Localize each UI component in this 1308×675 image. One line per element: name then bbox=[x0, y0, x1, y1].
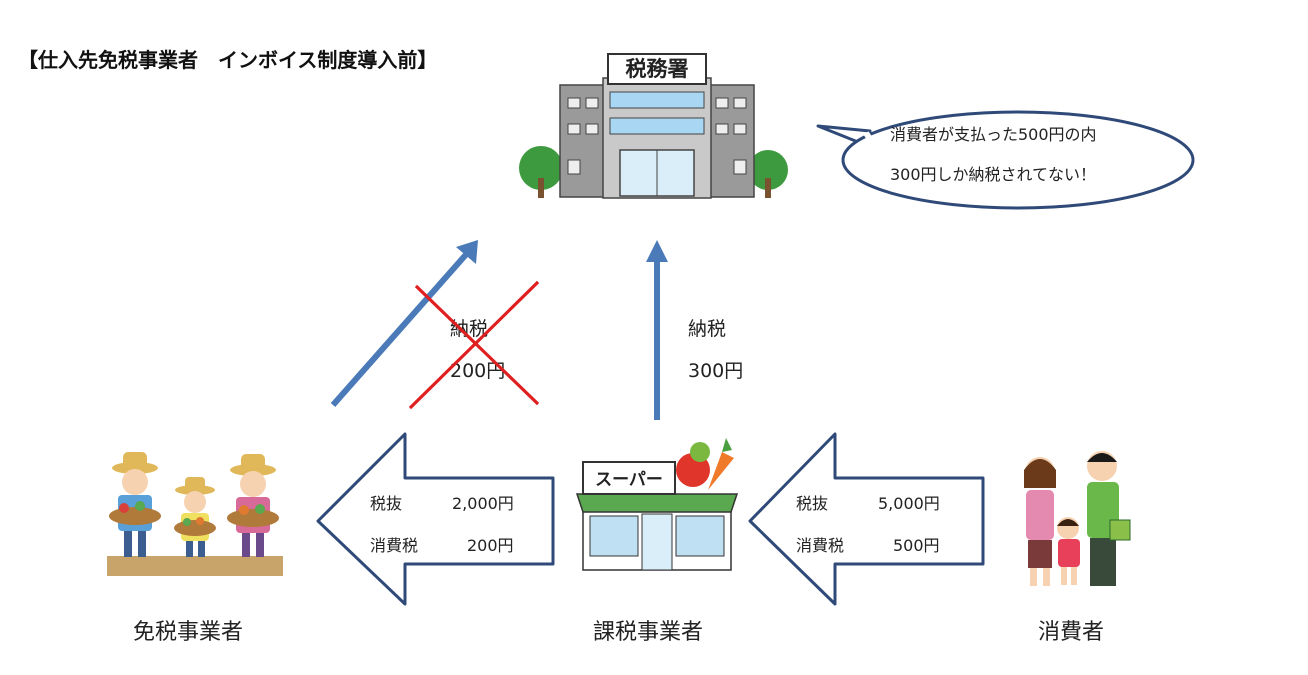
direct-payment-arrowhead bbox=[646, 240, 668, 262]
crossed-payment-arrowhead bbox=[456, 240, 478, 264]
consumer-family-icon bbox=[1024, 451, 1131, 586]
exempt-pretax-label: 税抜 bbox=[370, 494, 403, 513]
speech-bubble-line-1: 消費者が支払った500円の内 bbox=[890, 125, 1097, 144]
consumer-pretax-label: 税抜 bbox=[796, 494, 829, 513]
farmers-icon bbox=[107, 452, 283, 576]
exempt-pretax-value: 2,000円 bbox=[452, 494, 514, 513]
tax-office-icon: 税務署 bbox=[519, 53, 788, 199]
store-sign: スーパー bbox=[595, 470, 663, 490]
crossed-payment-amount: 200円 bbox=[450, 360, 506, 382]
red-cross-icon bbox=[408, 280, 540, 410]
crossed-payment-label: 納税 bbox=[450, 318, 489, 340]
taxable-business-label: 課税事業者 bbox=[593, 620, 704, 645]
exempt-tax-value: 200円 bbox=[467, 536, 514, 555]
page-title: 【仕入先免税事業者 インボイス制度導入前】 bbox=[18, 48, 438, 72]
direct-payment-amount: 300円 bbox=[688, 360, 744, 382]
crossed-payment-arrow bbox=[330, 248, 473, 407]
consumer-tax-label: 消費税 bbox=[796, 536, 845, 555]
speech-bubble-line-2: 300円しか納税されてない！ bbox=[890, 165, 1097, 184]
exempt-business-label: 免税事業者 bbox=[133, 620, 244, 645]
consumer-pretax-value: 5,000円 bbox=[878, 494, 940, 513]
consumer-label: 消費者 bbox=[1038, 620, 1105, 645]
goods-payment-arrow-right bbox=[748, 432, 985, 606]
speech-bubble bbox=[816, 110, 1195, 210]
exempt-tax-label: 消費税 bbox=[370, 536, 419, 555]
consumer-tax-value: 500円 bbox=[893, 536, 940, 555]
supermarket-icon: スーパー bbox=[575, 438, 739, 571]
direct-payment-label: 納税 bbox=[688, 318, 727, 340]
goods-payment-arrow-left bbox=[316, 432, 555, 606]
tax-office-sign: 税務署 bbox=[626, 57, 689, 81]
